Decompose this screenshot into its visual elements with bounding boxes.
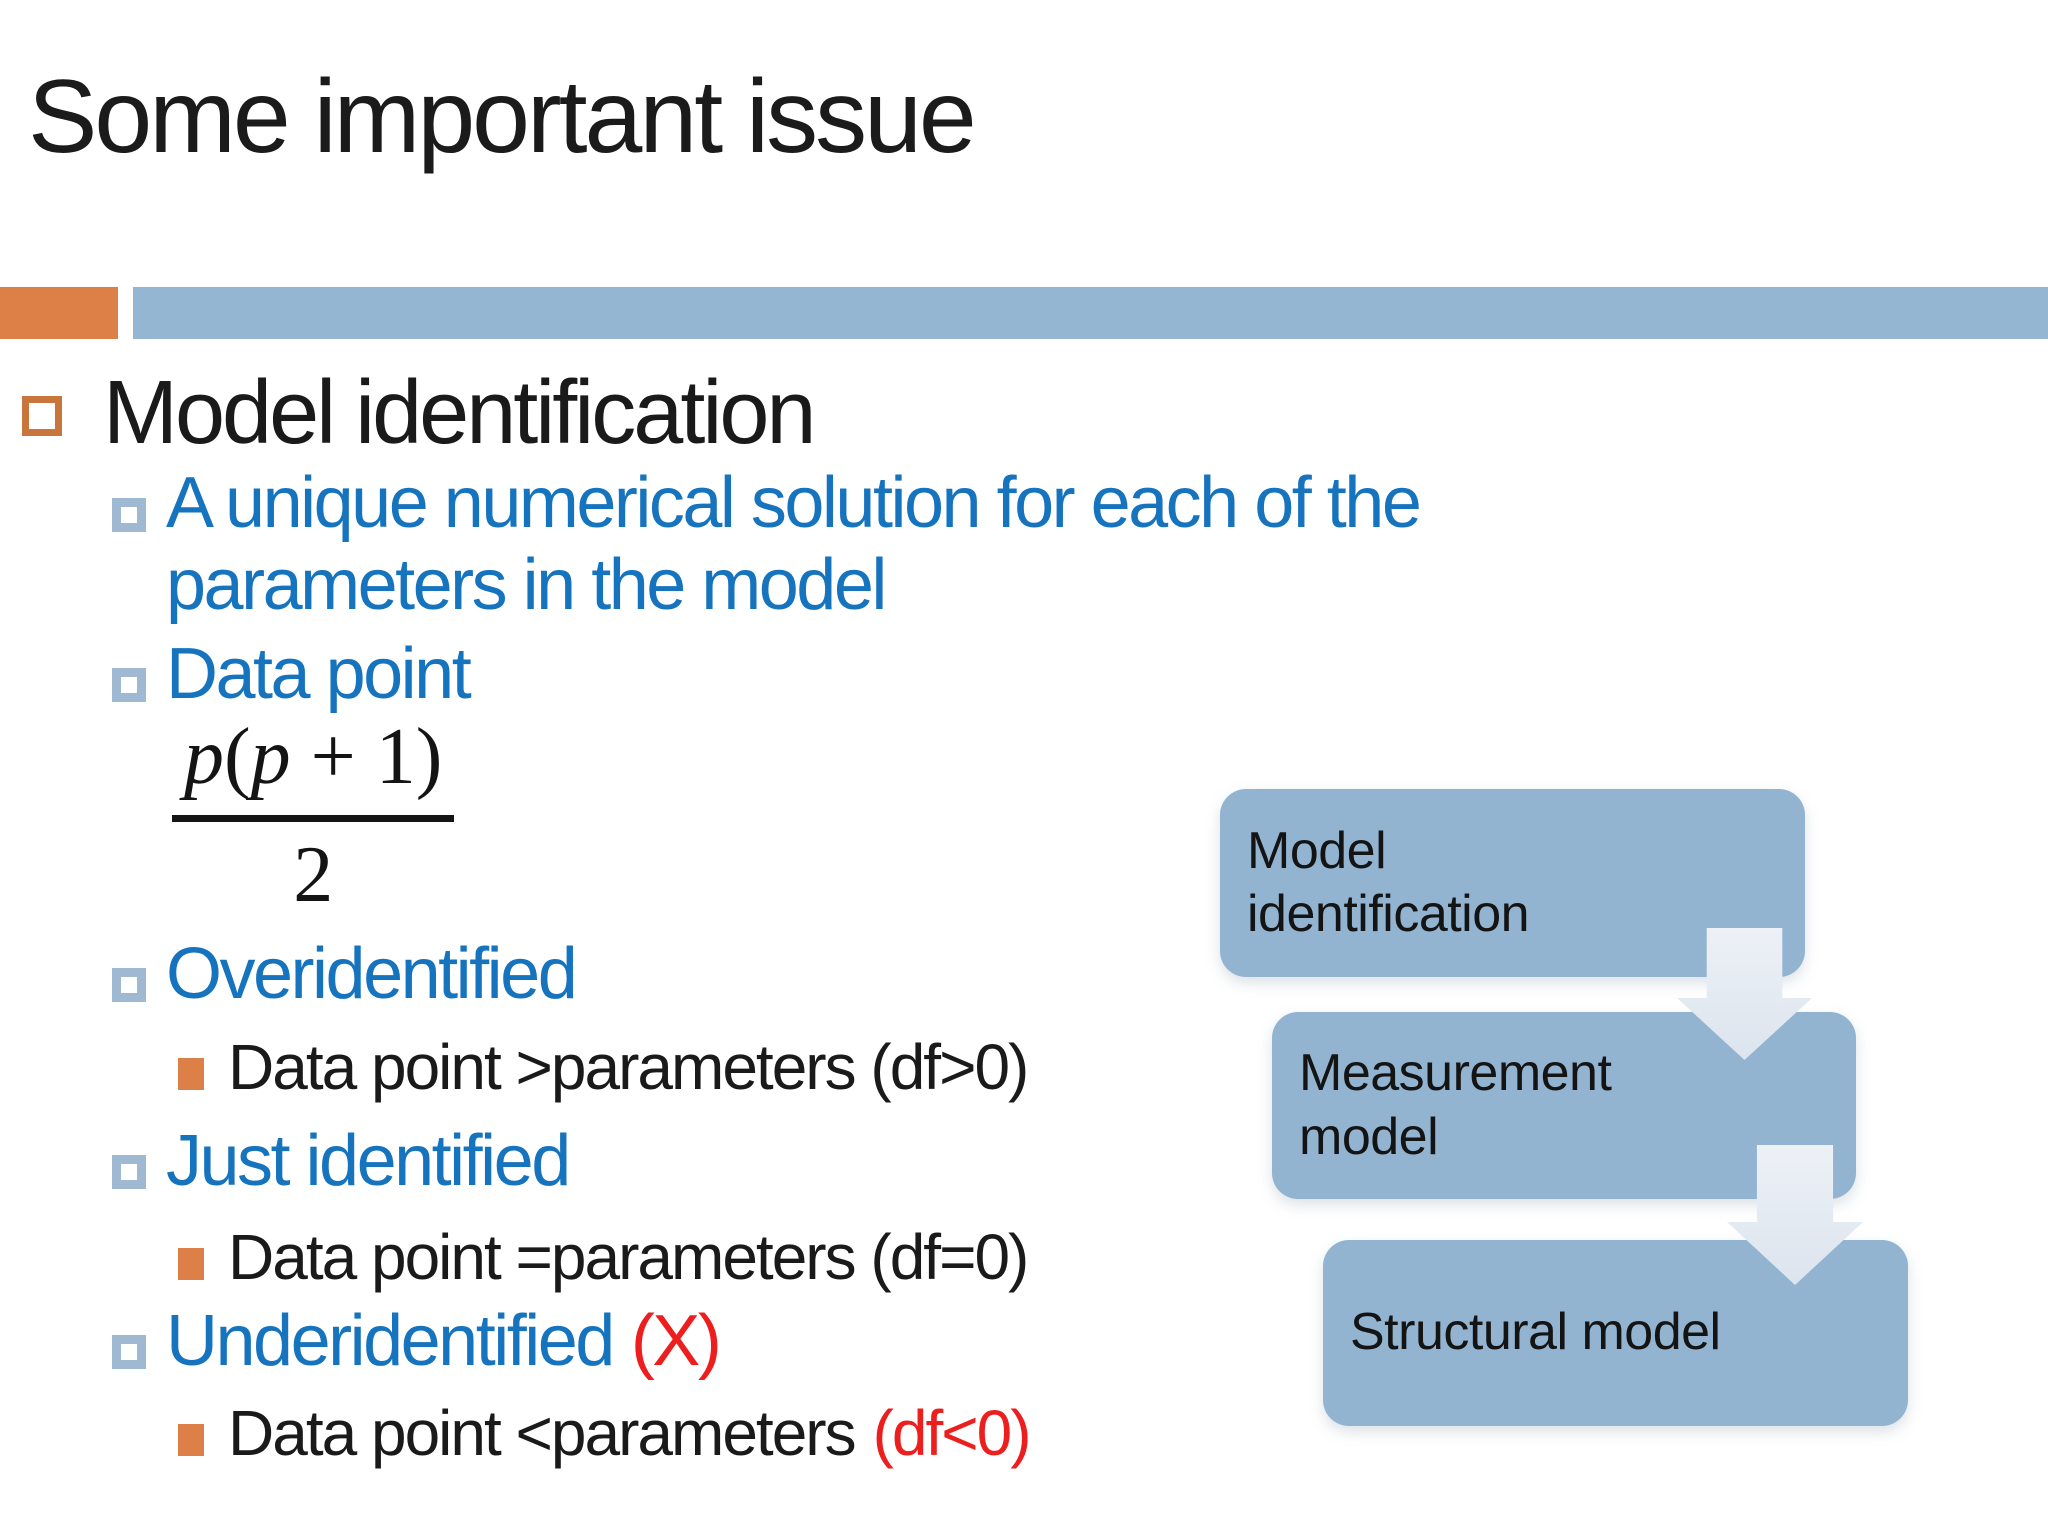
bullet-item-just-identified: Just identified [166, 1121, 571, 1201]
bullet-item-df-zero: Data point =parameters (df=0) [228, 1221, 1029, 1293]
bullet-square-level3-icon [178, 1248, 204, 1280]
formula-denominator: 2 [293, 831, 334, 919]
formula-numerator: p(p + 1) [172, 712, 455, 822]
title-divider-orange-block [0, 287, 118, 339]
flowchart-box-label: Structural model [1350, 1303, 1721, 1362]
unique-solution-line2: parameters in the model [166, 545, 887, 625]
bullet-square-level2-icon [112, 498, 146, 532]
bullet-square-level2-icon [112, 1155, 146, 1189]
bullet-square-level2-icon [112, 968, 146, 1002]
df-negative-label: Data point <parameters [228, 1397, 857, 1469]
unique-solution-line1: A unique numerical solution for each of … [166, 463, 1422, 543]
bullet-item-model-identification: Model identification [103, 363, 816, 463]
formula-rest: + 1) [290, 713, 443, 801]
bullet-square-level1-icon [22, 396, 62, 436]
bullet-square-level3-icon [178, 1424, 204, 1456]
flowchart-box-model-identification: Model identification [1220, 789, 1805, 977]
formula-data-points: p(p + 1) 2 [172, 712, 455, 921]
df-negative-value: (df<0) [872, 1397, 1032, 1469]
bullet-item-overidentified: Overidentified [166, 934, 578, 1014]
flowchart-box-label: Measurement model [1299, 1044, 1612, 1166]
underidentified-x-mark: (X) [630, 1301, 722, 1381]
bullet-item-data-point: Data point [166, 634, 472, 714]
bullet-square-level2-icon [112, 668, 146, 702]
bullet-item-df-negative: Data point <parameters(df<0) [228, 1396, 1032, 1470]
flowchart-box-label: Model identification [1247, 821, 1530, 943]
bullet-square-level3-icon [178, 1058, 204, 1090]
formula-paren: ( [224, 713, 251, 801]
formula-var-p: p [250, 713, 291, 801]
formula-var-p: p [184, 713, 224, 801]
bullet-item-df-positive: Data point >parameters (df>0) [228, 1031, 1029, 1103]
bullet-square-level2-icon [112, 1335, 146, 1369]
underidentified-label: Underidentified [166, 1301, 615, 1381]
bullet-item-unique-solution: A unique numerical solution for each of … [166, 462, 1422, 626]
slide-title: Some important issue [28, 59, 977, 175]
bullet-item-underidentified: Underidentified(X) [166, 1300, 722, 1382]
title-divider-blue-bar [133, 287, 2048, 339]
flowchart-box-structural-model: Structural model [1323, 1240, 1908, 1426]
